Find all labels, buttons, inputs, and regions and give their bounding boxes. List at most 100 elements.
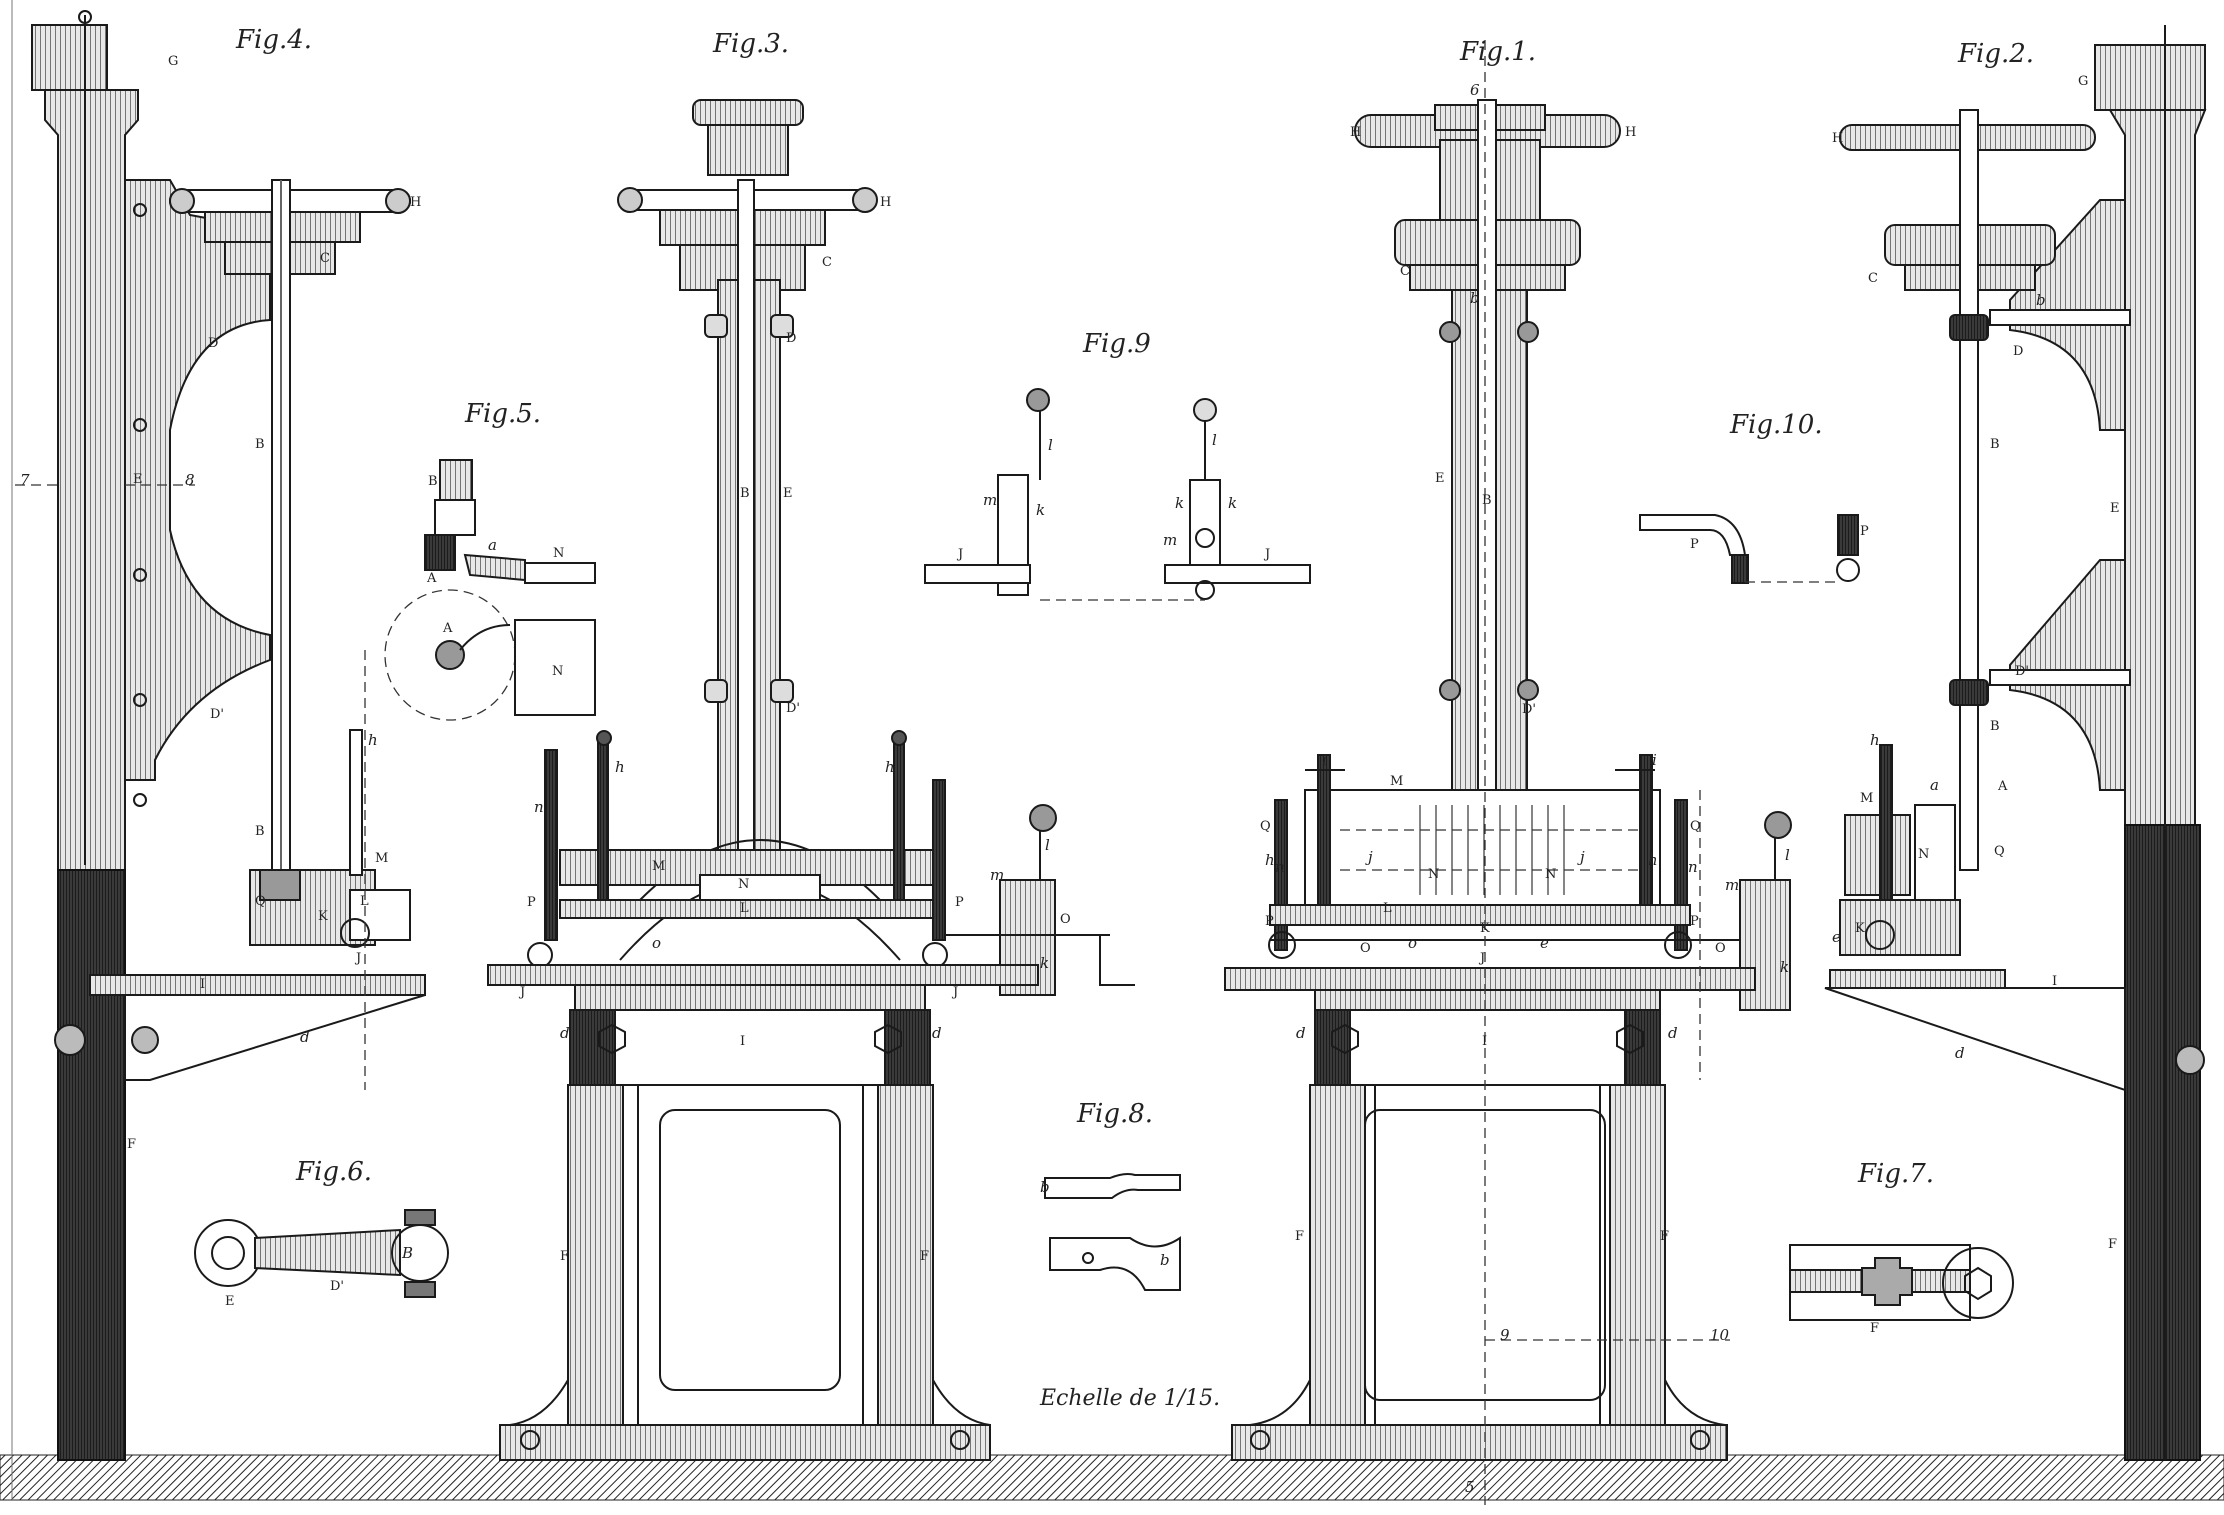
- part-label: o: [1408, 934, 1417, 952]
- part-label: I: [200, 977, 205, 992]
- part-label: F: [1660, 1229, 1669, 1244]
- part-label: M: [375, 851, 388, 866]
- part-label: l: [1048, 436, 1053, 454]
- part-label: n: [1688, 858, 1698, 876]
- part-label: P: [1265, 914, 1274, 929]
- part-label: h: [1648, 851, 1658, 869]
- caption-fig-1: Fig.1.: [1459, 37, 1536, 67]
- part-label: J: [951, 985, 958, 1000]
- part-label: d: [1955, 1044, 1965, 1062]
- scale-note: Echelle de 1/15.: [1039, 1386, 1220, 1411]
- part-label: I: [2052, 974, 2057, 989]
- part-label: F: [560, 1249, 569, 1264]
- part-label: C: [320, 251, 330, 266]
- part-label: d: [300, 1028, 310, 1046]
- part-label: b: [1160, 1251, 1170, 1269]
- part-label: m: [990, 866, 1004, 884]
- part-label: N: [553, 546, 564, 561]
- section-mark-10: 10: [1710, 1326, 1730, 1344]
- part-label: Q: [1260, 819, 1271, 834]
- part-label: h: [1265, 851, 1275, 869]
- part-label: i: [1322, 751, 1327, 769]
- part-label: H: [1832, 131, 1843, 146]
- part-label: M: [652, 859, 665, 874]
- part-label: C: [822, 255, 832, 270]
- part-label: A: [1997, 779, 2008, 794]
- part-label: L: [740, 901, 749, 916]
- part-label: I: [1482, 1034, 1487, 1049]
- part-label: N: [1428, 867, 1439, 882]
- part-label: Q: [255, 894, 266, 909]
- part-label: A: [426, 571, 437, 586]
- part-label: J: [354, 951, 361, 966]
- part-label: B: [255, 824, 265, 839]
- part-label: L: [1383, 901, 1392, 916]
- part-label: F: [2108, 1237, 2117, 1252]
- part-label: h: [368, 731, 378, 749]
- part-label: b: [2036, 291, 2046, 309]
- part-label: l: [1212, 431, 1217, 449]
- part-label: I: [740, 1034, 745, 1049]
- part-label: D': [2015, 664, 2029, 679]
- part-label: G: [168, 54, 178, 69]
- part-label: d: [932, 1024, 942, 1042]
- part-label: h: [1870, 731, 1880, 749]
- part-label: m: [1725, 876, 1739, 894]
- part-label: P: [1860, 524, 1869, 539]
- part-label: K: [1480, 921, 1490, 936]
- part-label: e: [1540, 934, 1549, 952]
- part-label: B: [1990, 719, 2000, 734]
- part-label: F: [127, 1137, 136, 1152]
- part-label: n: [1275, 858, 1285, 876]
- part-label: o: [652, 934, 661, 952]
- figure-7-detail: [1789, 1244, 2014, 1321]
- part-label: K: [318, 909, 328, 924]
- part-label: D: [786, 331, 796, 346]
- part-label: A: [442, 621, 453, 636]
- part-label: P: [1690, 537, 1699, 552]
- part-label: E: [2110, 501, 2120, 516]
- part-label: B: [255, 437, 265, 452]
- part-label: k: [1036, 501, 1045, 519]
- part-label: e: [1832, 928, 1841, 946]
- part-label: H: [410, 195, 421, 210]
- part-label: N: [1918, 847, 1929, 862]
- part-label: O: [1060, 912, 1071, 927]
- part-label: F: [1870, 1321, 1879, 1336]
- part-label: b: [1040, 1178, 1050, 1196]
- part-label: j: [1365, 848, 1373, 866]
- part-label: N: [1545, 867, 1556, 882]
- part-label: a: [1930, 776, 1939, 794]
- figure-10-detail: [1639, 514, 1860, 584]
- part-label: C: [1400, 264, 1410, 279]
- figure-3-front-elevation: [487, 99, 1135, 1461]
- part-label: Q: [1994, 844, 2005, 859]
- part-label: J: [518, 985, 525, 1000]
- part-label: D': [210, 707, 224, 722]
- part-label: D': [786, 701, 800, 716]
- part-label: l: [1045, 836, 1050, 854]
- part-label: k: [1228, 494, 1237, 512]
- part-label: O: [1360, 941, 1371, 956]
- part-label: O: [1715, 941, 1726, 956]
- section-mark-5: 5: [1465, 1478, 1475, 1496]
- part-label: k: [1040, 954, 1049, 972]
- part-label: m: [983, 491, 997, 509]
- part-label: N: [552, 664, 563, 679]
- part-label: d: [1296, 1024, 1306, 1042]
- figure-1-front-elevation: [1224, 40, 1792, 1505]
- caption-fig-6: Fig.6.: [295, 1157, 372, 1187]
- part-label: n: [534, 798, 544, 816]
- caption-fig-5: Fig.5.: [464, 399, 541, 429]
- part-label: H: [880, 195, 891, 210]
- part-label: d: [1668, 1024, 1678, 1042]
- part-label: E: [133, 472, 143, 487]
- part-label: B: [428, 474, 438, 489]
- figure-5-detail: [384, 459, 596, 721]
- section-mark-7: 7: [20, 471, 30, 489]
- part-label: k: [1175, 494, 1184, 512]
- part-label: C: [1868, 271, 1878, 286]
- caption-fig-2: Fig.2.: [1957, 39, 2034, 69]
- part-label: D': [1522, 702, 1536, 717]
